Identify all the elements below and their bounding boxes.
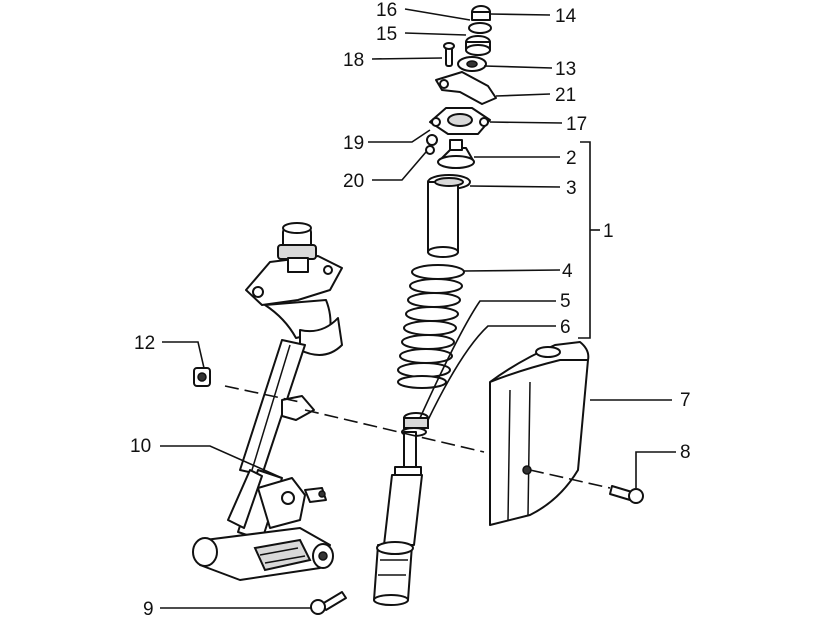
- shock-absorber-assembly: [373, 5, 497, 606]
- bolt-part-9: [310, 591, 347, 615]
- callout-7: 7: [680, 390, 691, 411]
- callout-6: 6: [560, 317, 571, 338]
- callout-14: 14: [555, 6, 577, 27]
- callout-5: 5: [560, 291, 571, 312]
- callout-1: 1: [603, 221, 614, 242]
- callout-8: 8: [680, 442, 691, 463]
- bolt-part-8: [609, 485, 644, 504]
- callout-9: 9: [143, 599, 154, 619]
- callout-20: 20: [343, 171, 364, 192]
- callout-19: 19: [343, 133, 364, 154]
- callout-13: 13: [555, 59, 576, 80]
- callout-2: 2: [566, 148, 577, 169]
- steering-column-part: [192, 222, 343, 581]
- callout-labels: 16 15 14 18 13 21 17 19 20 2 3 1 4 5 6 1…: [130, 0, 691, 619]
- callout-21: 21: [555, 85, 576, 106]
- coil-spring: [397, 264, 465, 389]
- callout-10: 10: [130, 436, 151, 457]
- callout-15: 15: [376, 24, 397, 45]
- callout-17: 17: [566, 114, 587, 135]
- shield-cover-part: [489, 341, 590, 526]
- callout-3: 3: [566, 178, 577, 199]
- callout-12: 12: [134, 333, 155, 354]
- callout-16: 16: [376, 0, 397, 21]
- callout-4: 4: [562, 261, 573, 282]
- leader-lines: [160, 8, 676, 609]
- callout-18: 18: [343, 50, 364, 71]
- clip-part-12: [193, 367, 211, 387]
